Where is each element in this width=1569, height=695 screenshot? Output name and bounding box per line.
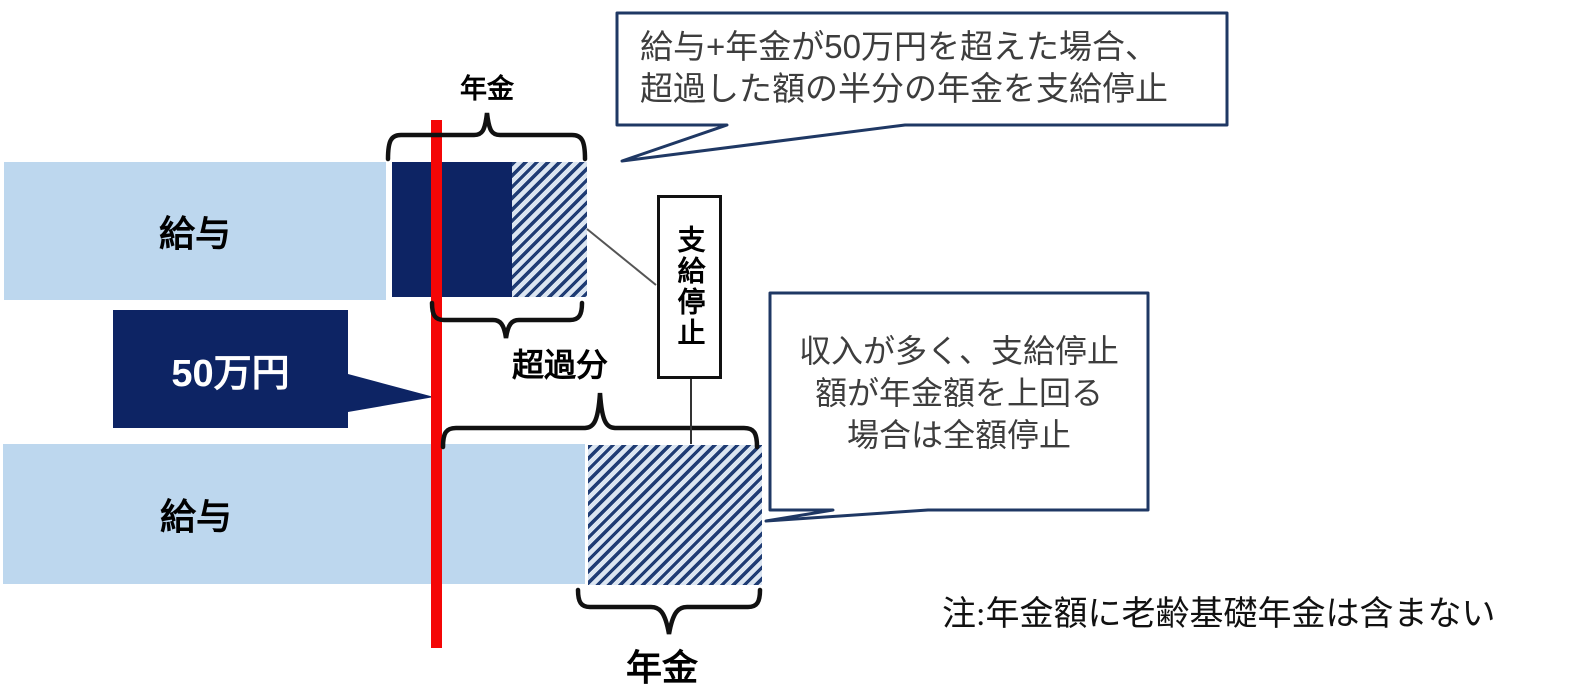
suspension-box-label: 支給停止 [674, 225, 706, 349]
callout-half-suspension-line1: 給与+年金が50万円を超えた場合、 [640, 28, 1158, 65]
suspension-box: 支給停止 [657, 195, 722, 379]
callout-full-suspension-line2: 額が年金額を上回る [814, 375, 1103, 411]
bottom-pension-box-suspended-hatched [588, 445, 762, 585]
excess-brace-top [429, 300, 585, 339]
bottom-salary-bar [3, 444, 585, 584]
top-salary-bar [4, 162, 386, 300]
callout-half-suspension-text: 給与+年金が50万円を超えた場合、 超過した額の半分の年金を支給停止 [617, 13, 1250, 140]
callout-half-suspension-line2: 超過した額の半分の年金を支給停止 [640, 70, 1168, 107]
suspension-connector-top [586, 228, 657, 286]
callout-full-suspension-text: 収入が多く、支給停止 額が年金額を上回る 場合は全額停止 [770, 293, 1148, 547]
threshold-label: 50万円 [171, 352, 290, 395]
footnote: 注:年金額に老齢基礎年金は含まない [942, 596, 1496, 633]
callout-full-suspension-line3: 場合は全額停止 [846, 417, 1071, 453]
excess-brace-bottom [440, 392, 760, 450]
top-pension-brace [385, 112, 588, 162]
bottom-pension-label: 年金 [625, 647, 698, 688]
excess-label: 超過分 [511, 347, 608, 383]
bottom-pension-brace [575, 587, 763, 635]
top-pension-box-suspended-hatched [512, 162, 587, 297]
top-pension-label: 年金 [460, 73, 514, 104]
callout-full-suspension-line1: 収入が多く、支給停止 [798, 333, 1119, 369]
top-pension-box-paid [392, 162, 512, 297]
top-salary-label: 給与 [158, 213, 231, 254]
bottom-salary-label: 給与 [159, 496, 232, 537]
